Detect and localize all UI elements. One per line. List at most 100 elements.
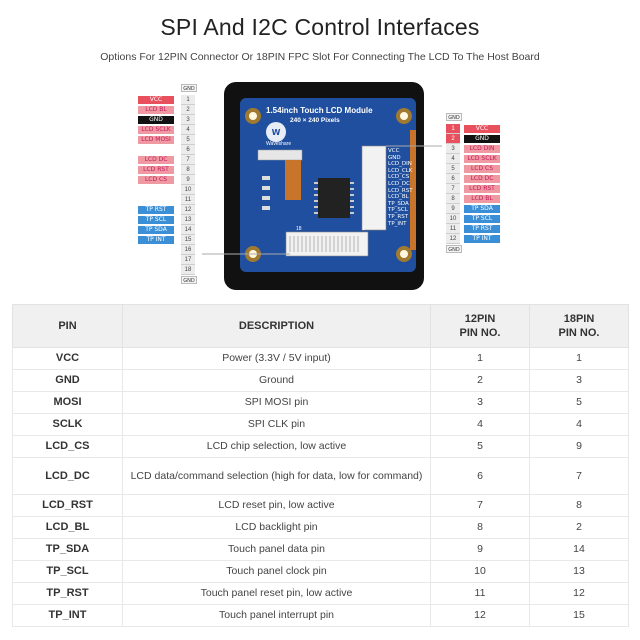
description-cell: Ground [122, 369, 431, 392]
description-cell: LCD data/command selection (high for dat… [122, 457, 431, 495]
pin18-cell: 5 [529, 391, 629, 414]
description-cell: LCD backlight pin [122, 516, 431, 539]
header-bottom-gnd-label: GND [446, 245, 462, 253]
description-cell: Touch panel reset pin, low active [122, 582, 431, 605]
pin-table-container: PIN DESCRIPTION 12PIN PIN NO. 18PIN PIN … [12, 304, 629, 627]
description-cell: Touch panel interrupt pin [122, 604, 431, 627]
header-12pin-line2: PIN NO. [459, 327, 501, 339]
fpc-pin-1-label: 1 [362, 226, 365, 232]
pin18-cell: 8 [529, 494, 629, 517]
board-resolution: 240 × 240 Pixels [290, 117, 340, 124]
header-pin-label: LCD CS [464, 165, 500, 173]
header-pin-label: GND [138, 116, 174, 124]
header-pin-label: LCD RST [464, 185, 500, 193]
pin-cell: VCC [12, 347, 123, 370]
header-pin-number: 3 [181, 115, 195, 125]
page-subtitle: Options For 12PIN Connector Or 18PIN FPC… [100, 51, 540, 63]
header-pin-label: TP SCL [464, 215, 500, 223]
board-name: 1.54inch Touch LCD Module [266, 106, 373, 115]
header-pin-number: 8 [181, 165, 195, 175]
pin18-cell: 1 [529, 347, 629, 370]
silk-label: GND [388, 154, 401, 161]
pin12-cell: 6 [430, 457, 530, 495]
header-pin-label: LCD DC [138, 156, 174, 164]
description-cell: Touch panel data pin [122, 538, 431, 561]
pin12-cell: 8 [430, 516, 530, 539]
fpc-pin-18-label: 18 [296, 226, 302, 232]
header-pin-label: LCD BL [138, 106, 174, 114]
header-pin-number: 2 [181, 105, 195, 115]
header-pin-number: 6 [446, 174, 460, 184]
header-pin-number: 3 [446, 144, 460, 154]
pin12-cell: 10 [430, 560, 530, 583]
silk-label: LCD_RST [388, 187, 413, 194]
pinout-figure: W [0, 0, 640, 300]
header-pin-label: LCD CS [138, 176, 174, 184]
header-12pin: 12PIN PIN NO. [430, 304, 530, 348]
description-cell: LCD reset pin, low active [122, 494, 431, 517]
header-pin-number: 13 [181, 215, 195, 225]
header-pin-number: 9 [446, 204, 460, 214]
header-pin-number: 6 [181, 145, 195, 155]
pin-cell: TP_SDA [12, 538, 123, 561]
pin18-cell: 14 [529, 538, 629, 561]
pin-cell: SCLK [12, 413, 123, 436]
description-cell: Touch panel clock pin [122, 560, 431, 583]
header-bottom-gnd-label: GND [181, 276, 197, 284]
pin-cell: LCD_RST [12, 494, 123, 517]
pin18-cell: 4 [529, 413, 629, 436]
header-pin-number: 5 [446, 164, 460, 174]
board-brand: Waveshare [266, 141, 292, 147]
header-top-gnd-label: GND [446, 113, 462, 121]
header-pin-number: 4 [446, 154, 460, 164]
description-cell: SPI MOSI pin [122, 391, 431, 414]
pin-cell: LCD_CS [12, 435, 123, 458]
silk-label: LCD_CLK [388, 167, 413, 174]
header-pin-label: LCD MOSI [138, 136, 174, 144]
silk-label: TP_SDA [388, 200, 409, 207]
lcd-module-board: W [202, 82, 442, 290]
pin18-cell: 2 [529, 516, 629, 539]
header-top-gnd-label: GND [181, 84, 197, 92]
description-cell: SPI CLK pin [122, 413, 431, 436]
pin18-cell: 12 [529, 582, 629, 605]
pin12-cell: 1 [430, 347, 530, 370]
header-pin-number: 7 [181, 155, 195, 165]
table-header-row: PIN DESCRIPTION 12PIN PIN NO. 18PIN PIN … [12, 304, 629, 348]
pin-cell: TP_INT [12, 604, 123, 627]
page-title: SPI And I2C Control Interfaces [160, 14, 480, 40]
header-pin-number: 18 [181, 265, 195, 275]
pin18-cell: 7 [529, 457, 629, 495]
pin12-cell: 9 [430, 538, 530, 561]
pin-cell: MOSI [12, 391, 123, 414]
header-18pin-line2: PIN NO. [558, 327, 600, 339]
header-pin-label: TP SCL [138, 216, 174, 224]
silk-label: VCC [388, 148, 400, 154]
header-pin-label: LCD SCLK [464, 155, 500, 163]
header-pin-label: TP RST [138, 206, 174, 214]
header-pin-number: 9 [181, 175, 195, 185]
description-cell: Power (3.3V / 5V input) [122, 347, 431, 370]
pin12-cell: 4 [430, 413, 530, 436]
header-pin-number: 8 [446, 194, 460, 204]
header-pin-label: LCD BL [464, 195, 500, 203]
description-cell: LCD chip selection, low active [122, 435, 431, 458]
silk-label: TP_INT [388, 220, 407, 227]
header-12pin-line1: 12PIN [464, 313, 496, 325]
header-18pin-line1: 18PIN [563, 313, 595, 325]
header-pin-label: LCD DIN [464, 145, 500, 153]
pin-cell: LCD_DC [12, 457, 123, 495]
header-pin-number: 16 [181, 245, 195, 255]
silk-label: LCD_CS [388, 174, 410, 181]
header-pin-label: TP INT [138, 236, 174, 244]
header-pin-number: 12 [446, 234, 460, 244]
silk-label: LCD_DC [388, 180, 410, 187]
silk-label: TP_RST [388, 213, 409, 220]
header-pin-number: 17 [181, 255, 195, 265]
